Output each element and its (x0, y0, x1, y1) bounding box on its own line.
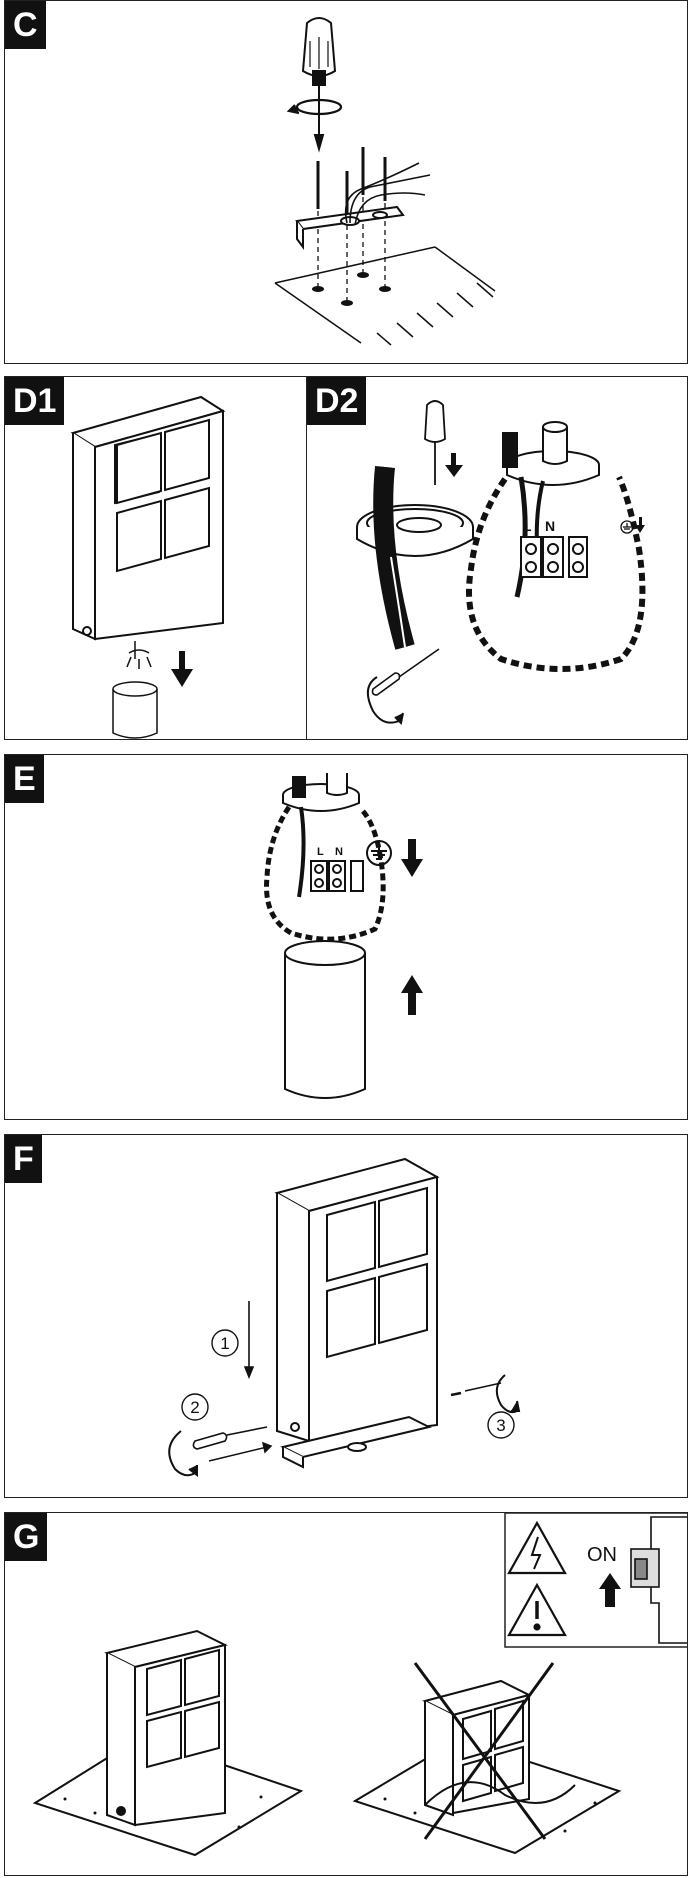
step-d1-label: D1 (5, 377, 65, 425)
step-e-panel: E L N (4, 754, 688, 1120)
bollard-installed-wrong (352, 1679, 622, 1855)
screwdriver-icon (301, 17, 337, 153)
arrow-down-icon (243, 1301, 255, 1380)
circuit-breaker-icon (630, 1516, 687, 1644)
step-d1-illustration (70, 395, 226, 739)
arrow-down-icon (401, 839, 423, 877)
callout-3-circle (487, 1411, 515, 1439)
terminal-label-n: N (545, 518, 555, 534)
step-e-label: E (5, 755, 44, 803)
screwdriver-icon (424, 400, 446, 485)
step-c-panel: C (4, 0, 688, 364)
warning-box: ON (504, 1513, 687, 1648)
step-d2-illustration: L N (356, 400, 646, 726)
screwdriver-icon (371, 648, 440, 696)
step-f-illustration: 1 2 3 (168, 1157, 521, 1477)
step-d2-label: D2 (307, 377, 367, 425)
ground-markers (63, 1795, 597, 1833)
step-d2-panel: D2 (306, 376, 688, 740)
callout-1-circle (211, 1329, 239, 1357)
rotate-arrow-icon (495, 1374, 521, 1414)
callout-2: 2 (190, 1398, 199, 1417)
terminal-assembly (264, 773, 386, 942)
callout-1: 1 (220, 1334, 229, 1353)
step-f-label: F (5, 1135, 42, 1183)
cover-tube (284, 940, 366, 1099)
cable-wires (344, 162, 431, 226)
cover-tube (112, 681, 158, 739)
step-c-label: C (5, 1, 46, 49)
rotate-arrow-icon (366, 676, 404, 726)
arrow-up-icon (401, 975, 423, 1015)
power-cable (373, 466, 415, 650)
arrow-up-icon (599, 1573, 621, 1607)
ground-symbol-icon (366, 840, 392, 866)
terminal-label-n: N (335, 846, 343, 858)
bollard-light (274, 1157, 440, 1443)
high-voltage-warning-icon (507, 1520, 567, 1575)
terminal-assembly (466, 421, 646, 672)
terminal-label-l: L (317, 846, 324, 858)
step-g-label: G (5, 1513, 48, 1561)
bollard-light (70, 395, 226, 641)
step-f-panel: F 1 2 3 (4, 1134, 688, 1498)
mounting-surface (274, 246, 496, 346)
callout-3: 3 (496, 1416, 505, 1435)
caution-warning-icon (507, 1582, 567, 1637)
drill-holes (312, 272, 391, 306)
step-c-illustration (274, 17, 496, 346)
bollard-installed-correct (32, 1629, 304, 1857)
mounting-bracket (280, 1415, 432, 1469)
screwdriver-icon (192, 1426, 268, 1450)
ground-symbol-icon (620, 520, 634, 534)
power-on-label: ON (587, 1544, 617, 1566)
terminal-label-l: L (523, 518, 532, 534)
step-g-illustration: ON (32, 1513, 687, 1857)
screw (450, 1382, 502, 1397)
arrow-down-icon (171, 651, 193, 687)
callout-2-circle (181, 1393, 209, 1421)
step-g-panel: G ON (4, 1512, 688, 1876)
rotate-arrow-icon (286, 98, 343, 116)
rotate-arrow-icon (168, 1430, 198, 1477)
arrow-down-icon (635, 517, 645, 533)
arrow-right-icon (208, 1441, 273, 1462)
wire-connector (126, 641, 152, 669)
arrow-down-icon (445, 453, 463, 477)
cross-out-icon (413, 1662, 555, 1840)
step-e-illustration: L N (264, 773, 423, 1099)
step-d1-panel: D1 (4, 376, 308, 740)
